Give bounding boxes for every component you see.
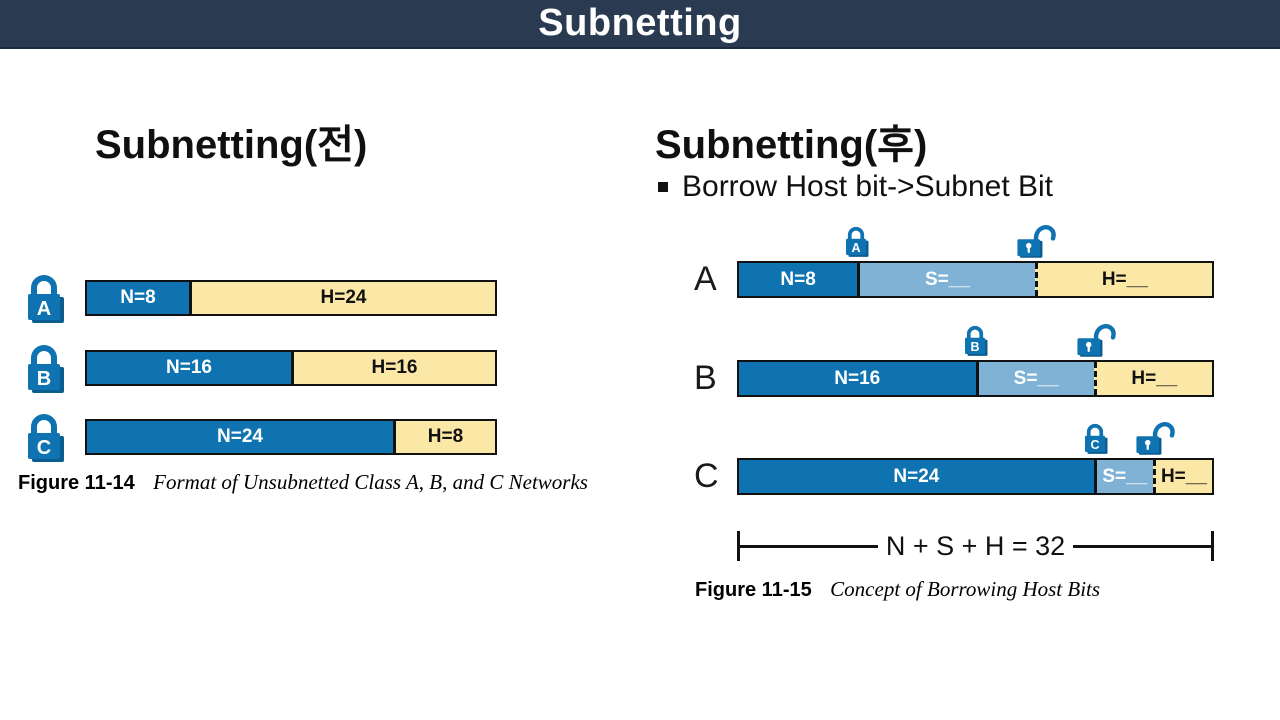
segment-network: N=16 xyxy=(739,362,976,395)
lock-letter: B xyxy=(970,340,979,354)
bullet-square-icon xyxy=(658,182,668,192)
total-bits-measure: N + S + H = 32 xyxy=(737,529,1215,563)
lock-letter: A xyxy=(37,298,51,320)
padlock-locked-icon: B xyxy=(965,325,988,356)
address-bar: N=16 H=16 xyxy=(85,350,497,386)
class-b-row: B N=16 S=__ H=__ B xyxy=(690,324,1250,397)
padlock-locked-icon: C xyxy=(28,414,64,462)
segment-subnet: S=__ xyxy=(975,362,1094,395)
segment-network: N=8 xyxy=(739,263,858,296)
measure-line xyxy=(740,544,878,548)
measure-tick-icon xyxy=(1211,531,1215,561)
class-letter: A xyxy=(694,260,717,298)
caption-label: Figure 11-14 xyxy=(18,472,135,494)
segment-host: H=16 xyxy=(291,352,495,384)
lock-letter: A xyxy=(851,241,860,255)
figure-caption: Figure 11-14 Format of Unsubnetted Class… xyxy=(18,470,588,495)
lock-letter: B xyxy=(37,368,51,390)
address-bar: N=8 H=24 xyxy=(85,280,497,316)
left-heading: Subnetting(전) xyxy=(95,123,368,167)
padlock-unlocked-icon xyxy=(1136,422,1175,455)
segment-network: N=24 xyxy=(87,421,393,453)
segment-network: N=24 xyxy=(739,460,1094,493)
measure-tick-icon xyxy=(737,531,740,561)
padlock-locked-icon: A xyxy=(846,226,869,257)
total-label: N + S + H = 32 xyxy=(885,530,1066,561)
figure-caption: Figure 11-15 Concept of Borrowing Host B… xyxy=(695,577,1100,602)
segment-host: H=8 xyxy=(393,421,495,453)
bullet-item: Borrow Host bit->Subnet Bit xyxy=(658,170,1053,204)
class-c-row: C N=24 H=8 xyxy=(0,407,640,463)
segment-host: H=__ xyxy=(1034,263,1212,296)
segment-network: N=16 xyxy=(87,352,291,384)
segment-subnet: S=__ xyxy=(857,263,1035,296)
address-bar: N=24 S=__ H=__ xyxy=(737,458,1214,495)
padlock-locked-icon: A xyxy=(28,275,64,323)
segment-host: H=__ xyxy=(1152,460,1212,493)
right-heading: Subnetting(후) xyxy=(655,123,928,167)
class-letter: B xyxy=(694,359,717,397)
class-a-row: A N=8 H=24 xyxy=(0,268,640,324)
padlock-locked-icon: C xyxy=(1085,423,1108,454)
address-bar: N=24 H=8 xyxy=(85,419,497,455)
address-bar: N=8 S=__ H=__ xyxy=(737,261,1214,298)
bullet-text: Borrow Host bit->Subnet Bit xyxy=(682,170,1054,203)
segment-host: H=24 xyxy=(189,282,495,314)
class-letter: C xyxy=(694,457,719,495)
segment-subnet: S=__ xyxy=(1093,460,1153,493)
class-b-row: B N=16 H=16 xyxy=(0,338,640,394)
lock-letter: C xyxy=(37,437,51,459)
segment-host: H=__ xyxy=(1093,362,1212,395)
title-bar: Subnetting xyxy=(0,0,1280,49)
measure-line xyxy=(1073,544,1212,548)
class-a-row: A N=8 S=__ H=__ A xyxy=(690,225,1250,298)
segment-network: N=8 xyxy=(87,282,189,314)
lock-letter: C xyxy=(1090,438,1099,452)
class-c-row: C N=24 S=__ H=__ C xyxy=(690,422,1250,495)
padlock-unlocked-icon xyxy=(1017,225,1056,258)
address-bar: N=16 S=__ H=__ xyxy=(737,360,1214,397)
caption-label: Figure 11-15 xyxy=(695,579,812,601)
caption-text: Format of Unsubnetted Class A, B, and C … xyxy=(153,470,588,494)
slide-title: Subnetting xyxy=(538,2,742,44)
caption-text: Concept of Borrowing Host Bits xyxy=(830,577,1101,601)
padlock-locked-icon: B xyxy=(28,345,64,393)
padlock-unlocked-icon xyxy=(1077,324,1116,357)
